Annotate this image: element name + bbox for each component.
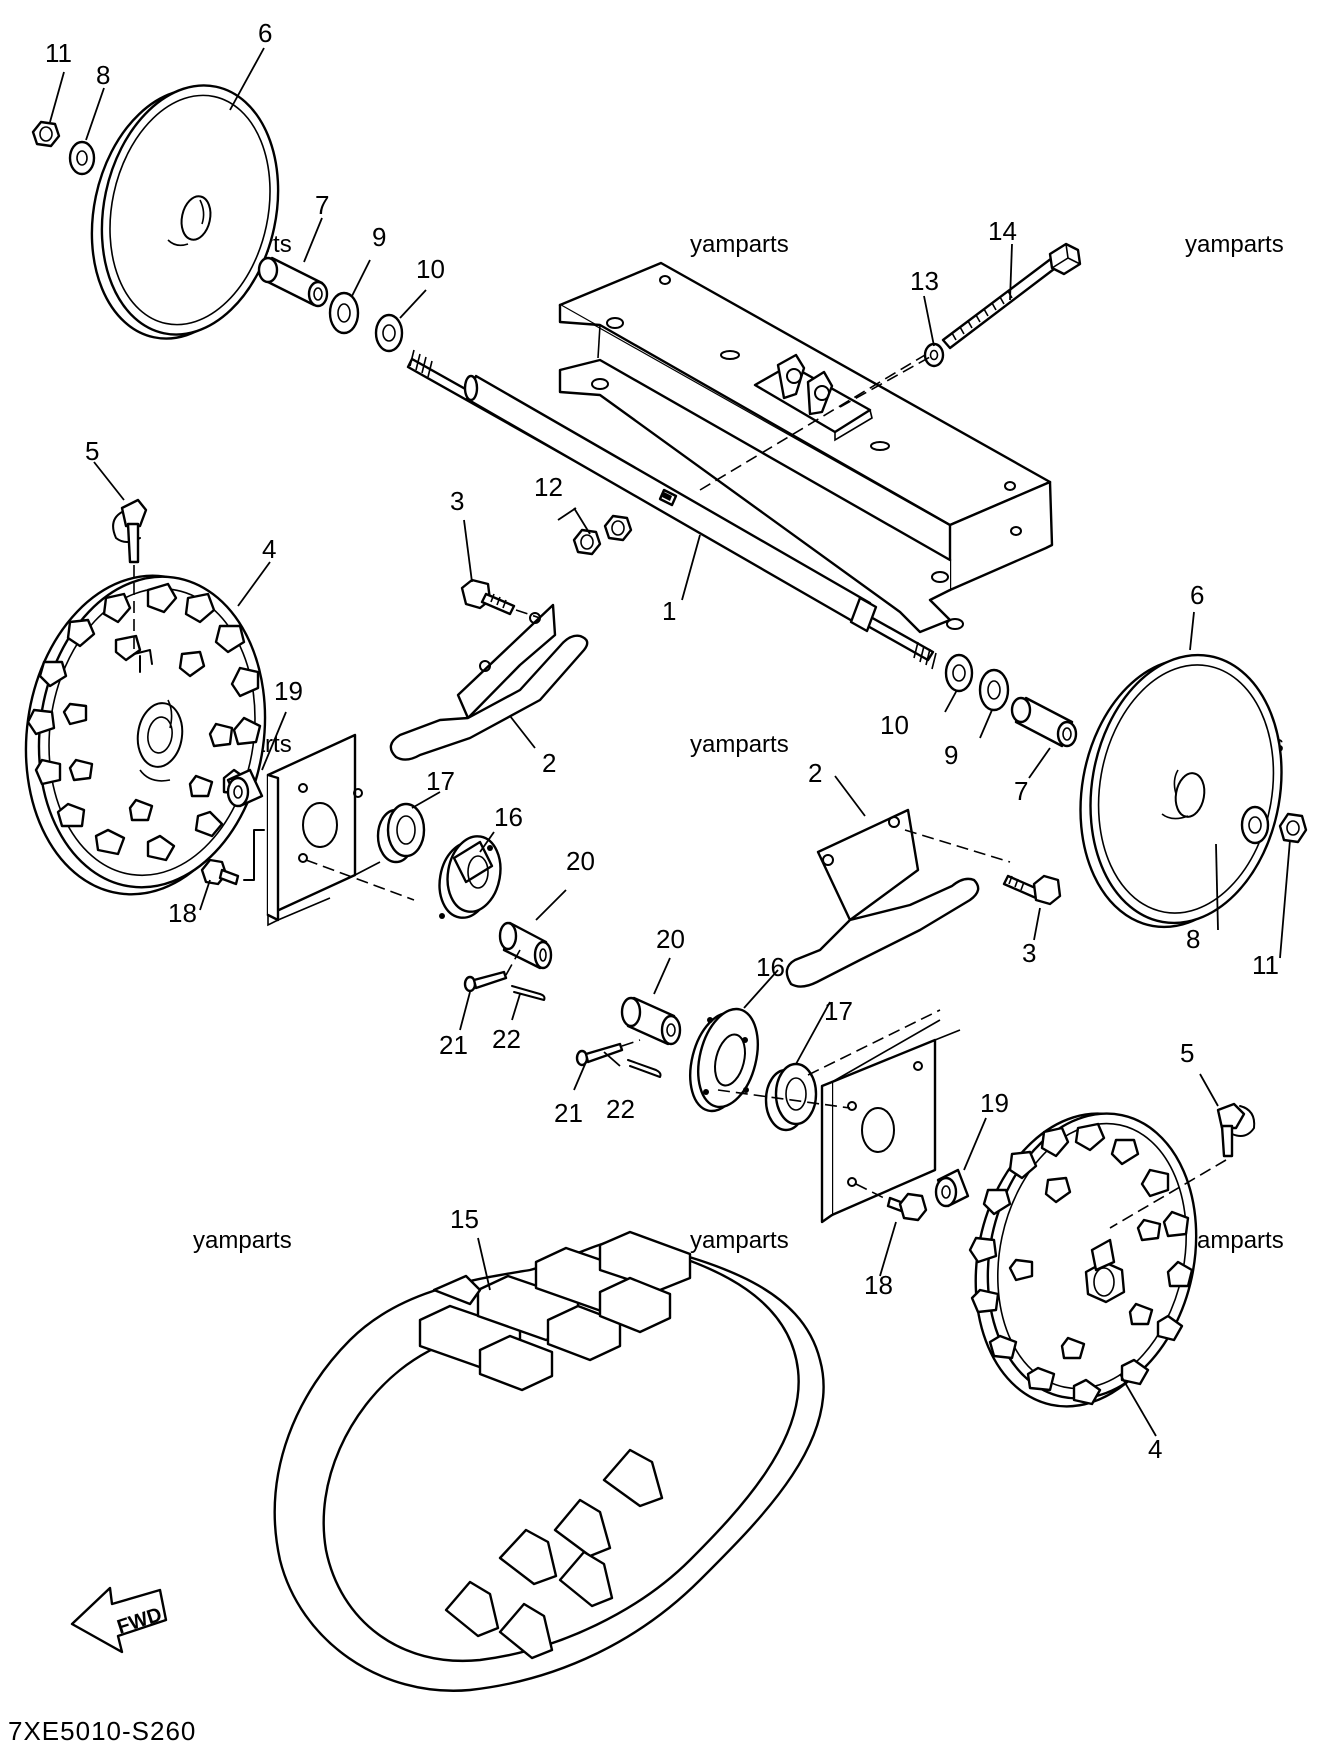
part-9-washer-upper (328, 291, 360, 335)
part-7-collar-lower (1010, 696, 1078, 748)
callout-5: 5 (85, 436, 99, 466)
callout-4: 4 (262, 534, 276, 564)
watermark: yamparts (690, 1227, 789, 1254)
callout-16: 16 (494, 802, 523, 832)
part-18-bolt-right (855, 1183, 928, 1222)
side-plate-right (717, 1009, 961, 1224)
callout-16: 16 (756, 952, 785, 982)
part-12-nuts (572, 514, 633, 556)
part-10-washer-upper (374, 313, 404, 353)
part-16-bearing-housing-right (689, 1007, 759, 1113)
part-20-collar-left (498, 921, 553, 970)
part-17-bearing-right (764, 1062, 818, 1132)
part-4-drive-sprocket-left (24, 574, 267, 896)
callout-22: 22 (492, 1024, 521, 1054)
fwd-direction-arrow: FWD (70, 1586, 168, 1654)
callout-15: 15 (450, 1204, 479, 1234)
callout-22: 22 (606, 1094, 635, 1124)
part-15-track-belt (273, 1230, 825, 1692)
watermark: yamparts (193, 1227, 292, 1254)
callout-18: 18 (168, 898, 197, 928)
callout-4: 4 (1148, 1434, 1162, 1464)
callout-13: 13 (910, 266, 939, 296)
callout-7: 7 (1014, 776, 1028, 806)
part-19-bushing-left (226, 768, 264, 808)
alignment-lines (699, 354, 931, 491)
part-13-washer (923, 342, 945, 368)
part-6-idler-wheel-lower (1079, 653, 1283, 929)
callout-17: 17 (426, 766, 455, 796)
watermark: yamparts (690, 731, 789, 758)
callout-20: 20 (656, 924, 685, 954)
callout-21: 21 (439, 1030, 468, 1060)
sprocket-teeth-right (968, 1122, 1194, 1406)
part-8-washer-upper (68, 140, 96, 176)
part-3-bolt-lower (1002, 874, 1062, 906)
part-10-washer-lower (944, 653, 974, 693)
callout-6: 6 (1190, 580, 1204, 610)
callout-19: 19 (274, 676, 303, 706)
part-22-clip-left (505, 949, 546, 1001)
callout-11: 11 (1252, 950, 1279, 980)
part-3-bolt-upper (460, 578, 541, 619)
callout-3: 3 (450, 486, 464, 516)
part-6-idler-wheel-upper (90, 84, 280, 340)
watermark: yamparts (1185, 1227, 1284, 1254)
part-5-pin-right (1109, 1102, 1256, 1229)
callout-11: 11 (45, 38, 72, 68)
part-22-clip-right (621, 1039, 662, 1078)
track-frame-bracket (558, 261, 1054, 634)
callout-17: 17 (824, 996, 853, 1026)
callout-5: 5 (1180, 1038, 1194, 1068)
callout-20: 20 (566, 846, 595, 876)
side-plate-left (266, 733, 415, 927)
callout-numbers: 11 8 6 7 9 10 14 13 12 5 3 4 1 19 2 17 1… (45, 18, 1279, 1464)
callout-10: 10 (416, 254, 445, 284)
part-16-bearing-housing-left (438, 835, 502, 919)
callout-8: 8 (1186, 924, 1200, 954)
part-5-pin-left (112, 498, 153, 673)
leader-lines (49, 47, 1291, 1437)
callout-12: 12 (534, 472, 563, 502)
part-17-bearing-left (376, 802, 426, 864)
part-7-collar-upper (257, 256, 329, 308)
callout-7: 7 (315, 190, 329, 220)
part-21-pin-left (463, 970, 508, 993)
callout-19: 19 (980, 1088, 1009, 1118)
callout-10: 10 (880, 710, 909, 740)
part-18-bolt-left (200, 829, 265, 886)
callout-8: 8 (96, 60, 110, 90)
part-4-drive-sprocket-right (968, 1112, 1198, 1408)
part-11-nut-lower (1278, 812, 1308, 844)
part-11-nut-upper (31, 120, 61, 148)
callout-21: 21 (554, 1098, 583, 1128)
part-8-washer-lower (1240, 805, 1270, 845)
drawing-code: 7XE5010-S260 (8, 1716, 196, 1746)
callout-9: 9 (372, 222, 386, 252)
part-9-washer-lower (978, 668, 1010, 712)
callout-18: 18 (864, 1270, 893, 1300)
part-20-collar-right (620, 996, 682, 1046)
callout-6: 6 (258, 18, 272, 48)
part-1-axle-shaft (406, 349, 937, 670)
callout-9: 9 (944, 740, 958, 770)
part-2-slider-lower (785, 808, 1011, 988)
callout-14: 14 (988, 216, 1017, 246)
track-lugs (418, 1230, 692, 1660)
watermark: yamparts (690, 231, 789, 258)
callout-2: 2 (808, 758, 822, 788)
part-14-long-bolt (941, 242, 1082, 350)
watermark: yamparts (1185, 231, 1284, 258)
part-19-bushing-right (934, 1168, 970, 1208)
callout-1: 1 (662, 596, 676, 626)
callout-2: 2 (542, 748, 556, 778)
callout-3: 3 (1022, 938, 1036, 968)
part-2-slider-upper (389, 603, 589, 761)
